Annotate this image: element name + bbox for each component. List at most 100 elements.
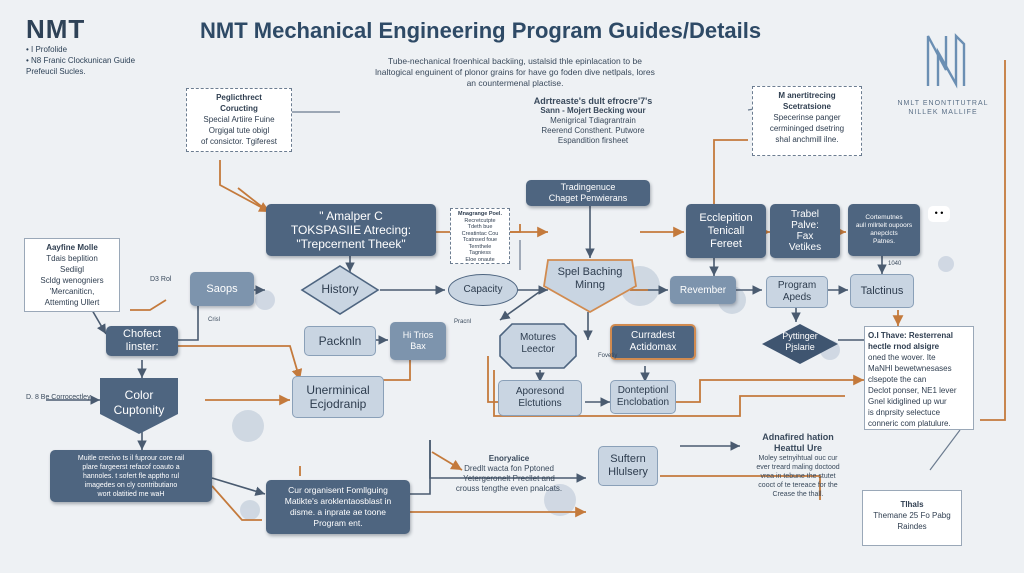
node-line: plare fargeerst refacof coauto a [82,463,180,471]
node-hi-trios[interactable]: Hi Trios Bax [390,322,446,360]
note-line: Creatintac Cou [461,230,499,237]
node-line: Bax [410,341,426,351]
note-line: Sann - Mojert Becking wour [540,106,646,115]
node-trading[interactable]: Tradingenuce Chaget Penwierans [526,180,650,206]
note-line: hectle rnod alsigre [868,342,940,351]
note-line: cooct of te tereace for the [758,482,838,489]
node-saops[interactable]: Saops [190,272,254,306]
note-adrtreaste: Adrtreaste's dult efrocre'7's Sann - Moj… [518,96,668,146]
note-line: Ternthele [468,243,492,250]
note-line: is dnprsity selectuce [868,408,941,417]
note-line: Yetergeronelt Precllet and [463,474,555,483]
node-line: aull mllrtelt oupoors [855,222,913,229]
nmt-logo-icon [926,33,966,89]
node-suftern[interactable]: Suftern Hlulsery [598,446,658,486]
label-fovetiy: Fovetiy [598,353,618,359]
page-title: NMT Mechanical Engineering Program Guide… [200,18,762,43]
note-line: Tdeth bue [467,224,493,230]
node-line: Program [777,280,817,291]
node-packnin[interactable]: Packnln [304,326,376,356]
note-line: Enoryalice [488,454,530,463]
more-dots-bubble[interactable]: • • [928,206,950,222]
node-trabel[interactable]: Trabel Palve: Fax Vetikes [770,204,840,258]
label-pracnl: Pracnl [454,319,472,325]
node-line: "Trepcernent Theek" [296,237,406,251]
note-line: Sediigl [59,265,84,274]
note-line: MaNHl bewetwnesases [868,364,952,373]
node-muitle-crecivo[interactable]: Muitle crecivo ts il fuprour core rail p… [50,450,212,502]
node-line: Ecclepition [699,211,753,224]
node-spel-diamond[interactable] [540,256,640,314]
note-line: Special Artiire Fuine [203,115,275,124]
note-special-artifact: Peglicthrect Coructing Special Artiire F… [186,88,292,152]
label-1040: 1040 [888,261,902,267]
node-line: Program ent. [313,518,363,528]
label-crisl: Crisl [208,317,220,323]
node-line: Pjslarie [785,342,815,352]
note-line: Aayfine Molle [46,243,98,252]
node-revember[interactable]: Revember [670,276,736,304]
node-aporesond[interactable]: Aporesond Elctutions [498,380,582,416]
node-capacity[interactable]: Capacity [448,274,518,306]
header-subtitle: • I Profolide • N8 Franic Clockunican Gu… [26,44,166,77]
note-scetratsione: M anertitrecing Scetratsione Specerinse … [752,86,862,156]
node-line: Trabel [791,209,819,220]
node-line: Aporesond [515,386,565,397]
note-line: of consictor. Tgiferest [201,137,277,146]
node-cortemutnes[interactable]: Cortemutnes aull mllrtelt oupoors anepcl… [848,204,920,256]
node-amalper[interactable]: " Amalper C TOKSPASIIE Atrecing: "Trepce… [266,204,436,256]
node-program[interactable]: Program Apeds [766,276,828,308]
note-line: Moley setnyihtual ouc cur [758,455,838,462]
node-cur-organisent[interactable]: Cur organisent Fomllguing Matikte's arok… [266,480,410,534]
header-sub-line: • I Profolide [26,45,68,54]
node-motures-shape[interactable] [498,322,578,370]
node-donteptionl[interactable]: Donteptionl Enclobation [610,380,676,414]
node-line: anepclcts [870,230,898,237]
node-line: TOKSPASIIE Atrecing: [290,223,412,237]
node-talctinus[interactable]: Talctinus [850,274,914,308]
node-line: Minng [575,279,605,291]
header-sub-line: Prefeucil Sucles. [26,67,86,76]
node-line: Matikte's aroklentaosblast in [284,496,392,506]
node-line: Fereet [710,237,742,250]
note-line: Orgigal tute obigl [208,126,270,135]
node-unerminical[interactable]: Unerminical Ecjodranip [292,376,384,418]
note-line: Tlhals [900,500,924,509]
note-line: Crease the thall. [772,491,824,498]
node-line: wort olatitied me waH [97,490,165,498]
note-line: Mnagrange Poel. [457,211,502,217]
node-line: Pyttinger [782,331,818,341]
header-sub-line: • N8 Franic Clockunican Guide [26,56,136,65]
node-chofect[interactable]: Chofect Iinster: [106,326,178,356]
note-line: crouss tengthe even pnalcats. [455,484,563,493]
note-line: Declot ponser, NE1 lever [868,386,957,395]
node-color-shape[interactable] [98,376,180,436]
note-line: cermininged dsetring [769,124,845,133]
node-line: Patnes. [872,238,896,245]
note-line: oned the wover. Ite [868,353,936,362]
logo-caption: NMLT ENONTITUTRAL NILLEK MALLIFE [897,100,989,116]
note-line: Coructing [220,104,258,113]
node-pyttinger-diamond[interactable] [760,322,840,366]
node-line: Tenicall [707,224,745,237]
node-line: Donteptionl [617,385,669,396]
node-line: Chofect [123,328,161,340]
note-line: Adrtreaste's dult efrocre'7's [533,96,653,106]
node-line: Elctutions [518,398,562,409]
node-curradest[interactable]: Curradest Actidomax [610,324,696,360]
node-ecclepition[interactable]: Ecclepition Tenicall Fereet [686,204,766,258]
node-line: Actidomax [629,342,677,353]
note-line: Recretcutpte [464,217,496,224]
node-history-diamond[interactable] [300,264,380,316]
note-line: Espandition firsheet [557,136,629,145]
note-line: 'Mercaniticn, [49,287,95,296]
node-spel-label: Spel Baching Minng [540,266,640,292]
note-line: Themane 25 Fo Pabg [873,511,951,520]
note-line: Tcatnsed foue [462,237,498,243]
note-line: Peglicthrect [216,93,262,102]
note-line: O.I Thave: Resterrenal [868,331,953,340]
node-line: Color [124,388,154,402]
node-color-label: Color Cuptonity [98,388,180,418]
node-line: Unerminical [306,383,370,397]
note-line: M anertitrecing [778,91,836,100]
